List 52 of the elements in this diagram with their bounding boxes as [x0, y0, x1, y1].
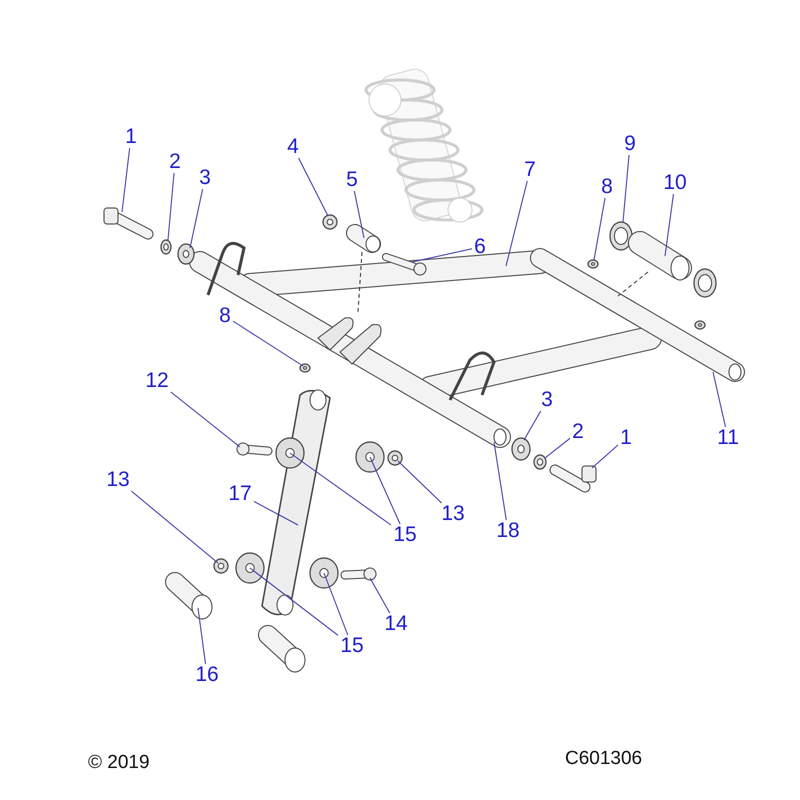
callout-number: 8: [601, 176, 613, 198]
callout-number: 8: [219, 305, 231, 327]
leader-line: [398, 460, 442, 504]
leader-line: [290, 452, 392, 526]
callout-number: 4: [287, 136, 299, 158]
callout-number: 14: [384, 613, 408, 635]
leader-line: [544, 438, 570, 458]
leader-line: [130, 490, 218, 564]
callout-number: 15: [340, 635, 364, 657]
callout-number: 15: [393, 524, 417, 546]
callout-number: 2: [169, 151, 181, 173]
leader-line: [412, 248, 472, 262]
leader-line: [712, 372, 726, 428]
callout-number: 3: [199, 167, 211, 189]
callout-number: 7: [524, 159, 536, 181]
callout-number: 1: [620, 427, 632, 449]
leader-line: [622, 154, 630, 222]
callout-number: 13: [106, 469, 130, 491]
leader-line: [198, 608, 206, 664]
leader-line: [254, 500, 298, 526]
callout-number: 1: [125, 126, 137, 148]
leader-line: [168, 172, 175, 240]
callout-number: 6: [474, 236, 486, 258]
leader-line: [354, 190, 364, 238]
callout-number: 5: [346, 169, 358, 191]
leader-line: [494, 442, 507, 520]
callout-number: 16: [195, 664, 219, 686]
callout-number: 18: [496, 520, 520, 542]
leader-line: [370, 578, 390, 614]
drawing-number: C601306: [565, 748, 642, 770]
leader-line: [170, 392, 240, 448]
callout-number: 3: [541, 389, 553, 411]
leader-line: [324, 572, 348, 636]
callout-number: 2: [572, 421, 584, 443]
callout-number: 12: [145, 370, 169, 392]
leader-line: [506, 180, 528, 266]
leader-line: [592, 444, 618, 468]
leader-line: [190, 188, 204, 248]
callout-number: 17: [228, 483, 252, 505]
leader-line: [524, 410, 542, 440]
leader-line: [664, 194, 674, 256]
callout-number: 13: [441, 503, 465, 525]
leader-line: [298, 158, 328, 216]
callout-number: 11: [717, 427, 739, 449]
copyright-notice: © 2019: [88, 752, 150, 774]
leader-line: [370, 456, 401, 524]
leader-line: [594, 198, 606, 260]
callout-number: 9: [624, 133, 636, 155]
callout-number: 10: [663, 172, 687, 194]
leader-line: [250, 568, 338, 636]
leader-line: [122, 148, 130, 212]
leader-line: [232, 320, 304, 366]
